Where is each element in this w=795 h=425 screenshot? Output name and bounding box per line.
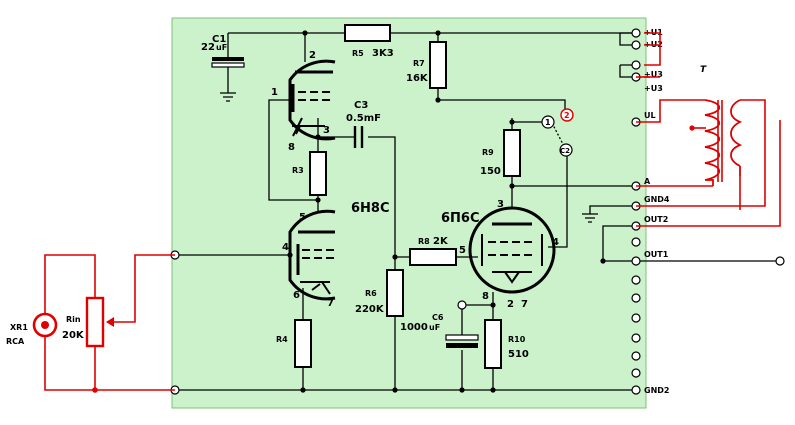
- t2-pin3: 3: [497, 199, 504, 210]
- t2-pin7: 7: [521, 299, 528, 310]
- t1-pin1: 1: [271, 87, 278, 98]
- board-wiring: [175, 32, 780, 391]
- r8-name: R8: [418, 237, 430, 246]
- t1-pin8: 8: [288, 142, 295, 153]
- resistor-r9: R9 150: [480, 129, 521, 177]
- t1-pin7: 7: [327, 298, 334, 309]
- c6-name: C6: [432, 313, 444, 322]
- xr1-name: XR1: [10, 323, 28, 332]
- capacitor-c1: C1 22 uF: [201, 34, 245, 68]
- r7-name: R7: [413, 59, 425, 68]
- resistor-r3: R3: [292, 151, 327, 196]
- t1-pin3: 3: [323, 125, 330, 136]
- r7-value: 16K: [406, 73, 429, 84]
- r10-name: R10: [508, 335, 526, 344]
- t1-pin4: 4: [282, 242, 289, 253]
- selector-switch: 1 2 C2: [541, 108, 574, 157]
- c6-value: 1000: [400, 322, 428, 333]
- c6-terminal: [457, 300, 467, 310]
- resistor-r8: R8 2K: [409, 236, 457, 266]
- t1-pin5: 5: [299, 212, 306, 223]
- resistor-r5: R5 3K3: [344, 24, 394, 59]
- rin-value: 20K: [62, 330, 85, 341]
- t2-pin5: 5: [459, 245, 466, 256]
- tube-6p6s: 3 4 5 8 2 7 6П6С: [441, 199, 559, 310]
- r5-value: 3K3: [372, 48, 394, 59]
- tube-6h8c-label: 6H8C: [351, 201, 390, 216]
- transformer-name: T: [700, 65, 707, 75]
- t2-pin8: 8: [482, 291, 489, 302]
- rca-jack-xr1: XR1 RCA: [6, 312, 58, 346]
- t2-pin2: 2: [507, 299, 514, 310]
- c1-unit: uF: [216, 43, 227, 52]
- r5-name: R5: [352, 49, 364, 58]
- selector-pin-2: [560, 108, 574, 122]
- terminal-ul: UL: [644, 111, 656, 120]
- potentiometer-rin: Rin 20K: [62, 296, 105, 348]
- terminal-out1: OUT1: [644, 250, 669, 259]
- r9-value: 150: [480, 166, 501, 177]
- selector-pin-1-label: 1: [545, 118, 551, 127]
- r6-name: R6: [365, 289, 377, 298]
- resistor-r6: R6 220K: [355, 269, 404, 317]
- t2-pin4: 4: [552, 237, 559, 248]
- capacitor-c6: C6 1000 uF: [400, 313, 479, 348]
- t1-pin2: 2: [309, 50, 316, 61]
- selector-pin-1: [541, 115, 555, 129]
- resistor-r4: R4: [276, 319, 312, 368]
- selector-pin-2-label: 2: [564, 111, 570, 120]
- r3-name: R3: [292, 166, 304, 175]
- rin-name: Rin: [66, 315, 81, 324]
- r9-name: R9: [482, 148, 494, 157]
- tube-6p6s-label: 6П6С: [441, 211, 480, 226]
- selector-pin-c2-label: C2: [560, 147, 570, 155]
- selector-pin-c2: [559, 143, 573, 157]
- c3-name: C3: [354, 100, 368, 111]
- xr1-type: RCA: [6, 337, 25, 346]
- external-wiring: [44, 32, 781, 391]
- terminal-out2: OUT2: [644, 215, 668, 224]
- junction-dots: [287, 30, 606, 393]
- r10-value: 510: [508, 349, 529, 360]
- resistor-r7: R7 16K: [406, 41, 447, 89]
- resistor-r10: R10 510: [484, 319, 529, 369]
- c3-value: 0.5mF: [346, 113, 381, 124]
- terminal-u3b: +U3: [644, 84, 663, 93]
- r6-value: 220K: [355, 304, 385, 315]
- c1-value: 22: [201, 42, 215, 53]
- capacitor-c3: C3 0.5mF: [346, 100, 381, 148]
- t1-pin6: 6: [293, 290, 300, 301]
- transformer-t: T: [689, 65, 743, 210]
- r8-value: 2K: [433, 236, 449, 247]
- terminal-u3a: +U3: [644, 70, 663, 79]
- terminal-gnd2: GND2: [644, 386, 669, 395]
- c6-unit: uF: [429, 323, 440, 332]
- terminal-gnd4: GND4: [644, 195, 670, 204]
- terminal-a: A: [644, 177, 651, 186]
- c1-name: C1: [212, 34, 226, 45]
- r4-name: R4: [276, 335, 288, 344]
